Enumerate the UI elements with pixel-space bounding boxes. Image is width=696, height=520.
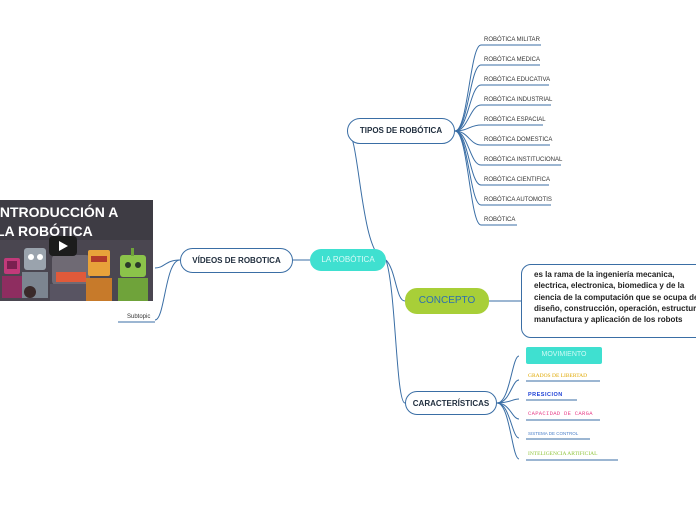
- concepto-description-text: es la rama de la ingeniería mecanica, el…: [534, 270, 696, 325]
- caracteristicas-label: CARACTERÍSTICAS: [412, 399, 490, 408]
- videos-robotica-label: VÍDEOS DE ROBOTICA: [192, 256, 281, 265]
- tipo-item[interactable]: ROBÓTICA MEDICA: [484, 57, 541, 63]
- subtopic-node[interactable]: Subtopic: [127, 312, 150, 322]
- tipo-item[interactable]: ROBÓTICA MILITAR: [484, 37, 540, 43]
- tipo-item[interactable]: ROBÓTICA: [484, 217, 516, 223]
- video-title: INTRODUCCIÓN A LA ROBÓTICA: [0, 204, 118, 239]
- caracteristica-presicion[interactable]: PRESICION: [528, 392, 563, 398]
- tipo-item[interactable]: ROBÓTICA INDUSTRIAL: [484, 97, 553, 103]
- tipo-item[interactable]: ROBÓTICA INSTITUCIONAL: [484, 157, 563, 163]
- videos-robotica-node[interactable]: VÍDEOS DE ROBOTICA: [180, 248, 293, 273]
- robots-illustration: [0, 200, 153, 301]
- concepto-label: CONCEPTO: [418, 295, 476, 306]
- caracteristica-capacidad-carga[interactable]: CAPACIDAD DE CARGA: [528, 410, 593, 417]
- tipo-item[interactable]: ROBÓTICA AUTOMOTIS: [484, 197, 552, 203]
- central-topic[interactable]: LA ROBÓTICA: [310, 249, 386, 271]
- video-thumbnail[interactable]: INTRODUCCIÓN A LA ROBÓTICA: [0, 200, 153, 301]
- play-icon[interactable]: [49, 236, 77, 256]
- tipo-item[interactable]: ROBÓTICA EDUCATIVA: [484, 77, 551, 83]
- tipo-item[interactable]: ROBÓTICA ESPACIAL: [484, 117, 546, 123]
- tipos-robotica-label: TIPOS DE ROBÓTICA: [359, 126, 443, 135]
- caracteristica-movimiento[interactable]: MOVIMIENTO: [526, 347, 602, 364]
- tipos-robotica-node[interactable]: TIPOS DE ROBÓTICA: [347, 118, 455, 144]
- caracteristica-inteligencia-artificial[interactable]: INTELIGENCIA ARTIFICIAL: [528, 451, 598, 457]
- caracteristicas-node[interactable]: CARACTERÍSTICAS: [405, 391, 497, 415]
- caracteristica-grados-libertad[interactable]: GRADOS DE LIBERTAD: [528, 373, 588, 379]
- concepto-node[interactable]: CONCEPTO: [405, 288, 489, 314]
- subtopic-label: Subtopic: [127, 314, 151, 320]
- tipo-item[interactable]: ROBÓTICA CIENTIFICA: [484, 177, 551, 183]
- central-topic-label: LA ROBÓTICA: [321, 255, 375, 264]
- caracteristica-sistema-control[interactable]: SISTEMA DE CONTROL: [528, 431, 579, 436]
- concepto-description[interactable]: es la rama de la ingeniería mecanica, el…: [521, 264, 696, 338]
- tipo-item[interactable]: ROBÓTICA DOMESTICA: [484, 137, 553, 143]
